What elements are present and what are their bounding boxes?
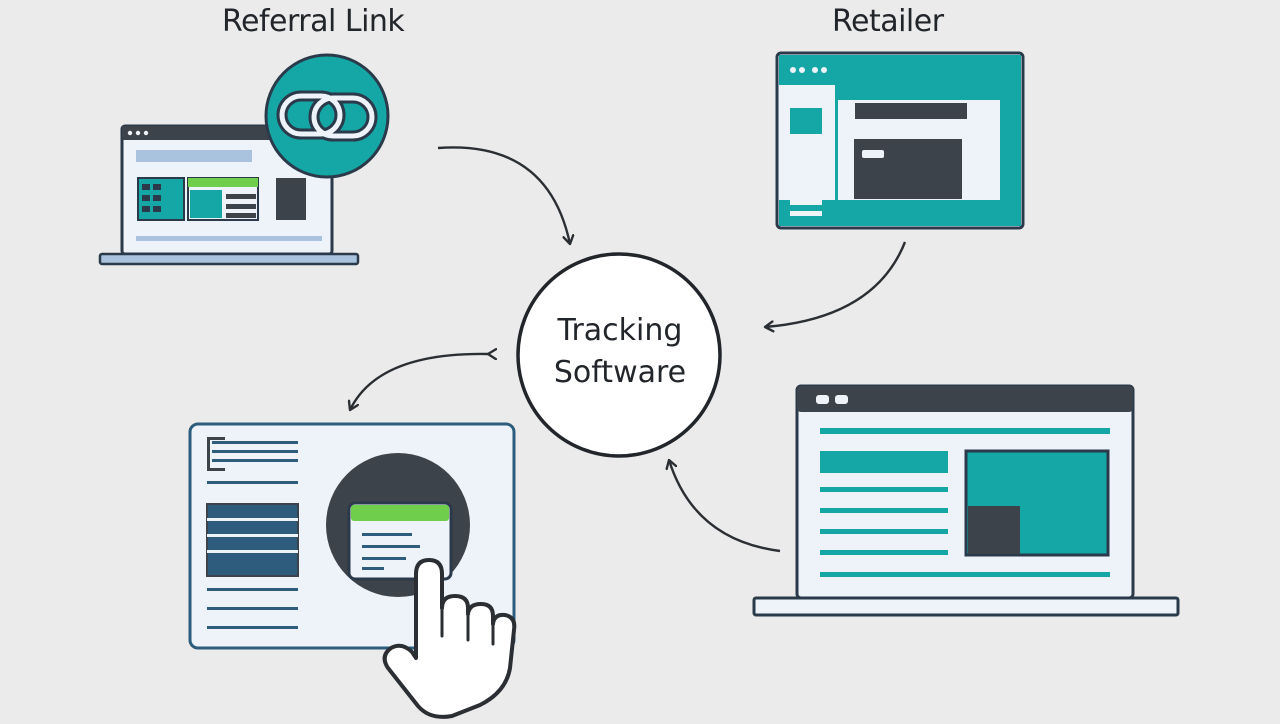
- arrow-link-to-hub: [437, 146, 570, 244]
- pointing-hand-icon: [382, 558, 517, 719]
- link-badge: [264, 53, 390, 179]
- arrow-laptop-to-hub: [669, 460, 781, 553]
- hub-label-line2: Software: [553, 355, 687, 390]
- retailer-window: [775, 51, 1025, 230]
- tracking-hub: [516, 252, 722, 458]
- chain-link-icon: [276, 90, 378, 142]
- retailer-label: Retailer: [832, 4, 944, 39]
- arrow-retailer-to-hub: [765, 241, 907, 327]
- arrow-hub-to-panel: [350, 354, 488, 410]
- hub-label: Tracking Software: [520, 310, 720, 394]
- referral-laptop: [98, 124, 360, 266]
- hub-label-line1: Tracking: [557, 313, 683, 348]
- storefront-laptop: [752, 384, 1180, 617]
- referral-link-label: Referral Link: [222, 4, 405, 39]
